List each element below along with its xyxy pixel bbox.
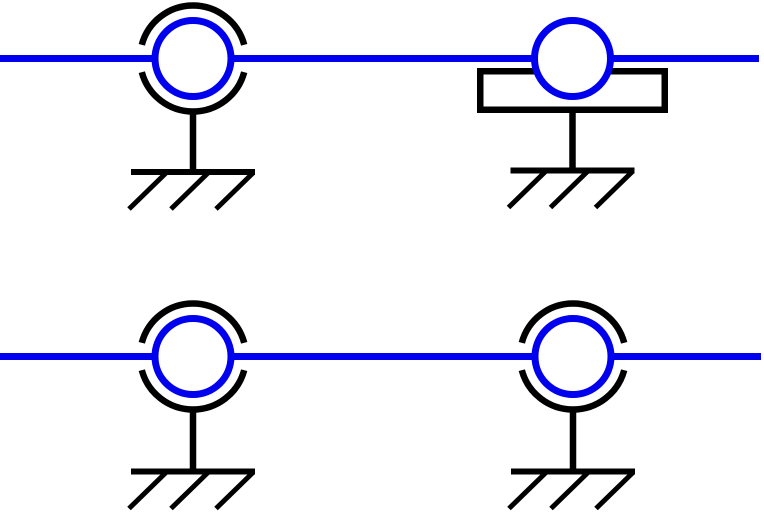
ground-hatch-stroke — [593, 169, 635, 210]
ground-hatch-stroke — [127, 470, 168, 511]
bearing-arc-top — [138, 300, 248, 344]
bearing-arc-top — [138, 2, 248, 46]
top-shaft-group — [0, 2, 759, 211]
journal-circle — [531, 17, 614, 100]
ground-hatch-stroke — [594, 470, 635, 511]
journal-circle — [151, 315, 235, 398]
bearing-arc-top — [518, 300, 628, 344]
ground-hatch-stroke — [214, 171, 255, 211]
ground-hatch-stroke — [549, 470, 590, 511]
bearing-symbol-arc-bearing — [507, 300, 635, 511]
ground-hatch-stroke — [127, 171, 168, 211]
ground-hatch-stroke — [169, 171, 210, 211]
journal-circle — [151, 17, 235, 100]
bearing-symbol-block-bearing — [477, 17, 668, 210]
ground-hatch-stroke — [169, 470, 210, 511]
bearing-symbol-arc-bearing — [127, 2, 255, 211]
ground-hatch-stroke — [548, 169, 590, 210]
journal-circle — [531, 315, 615, 398]
bottom-shaft-group — [0, 300, 761, 511]
ground-hatch-stroke — [214, 470, 255, 511]
bearing-symbol-arc-bearing — [127, 300, 255, 511]
ground-hatch-stroke — [507, 470, 548, 511]
ground-hatch-stroke — [506, 169, 548, 210]
